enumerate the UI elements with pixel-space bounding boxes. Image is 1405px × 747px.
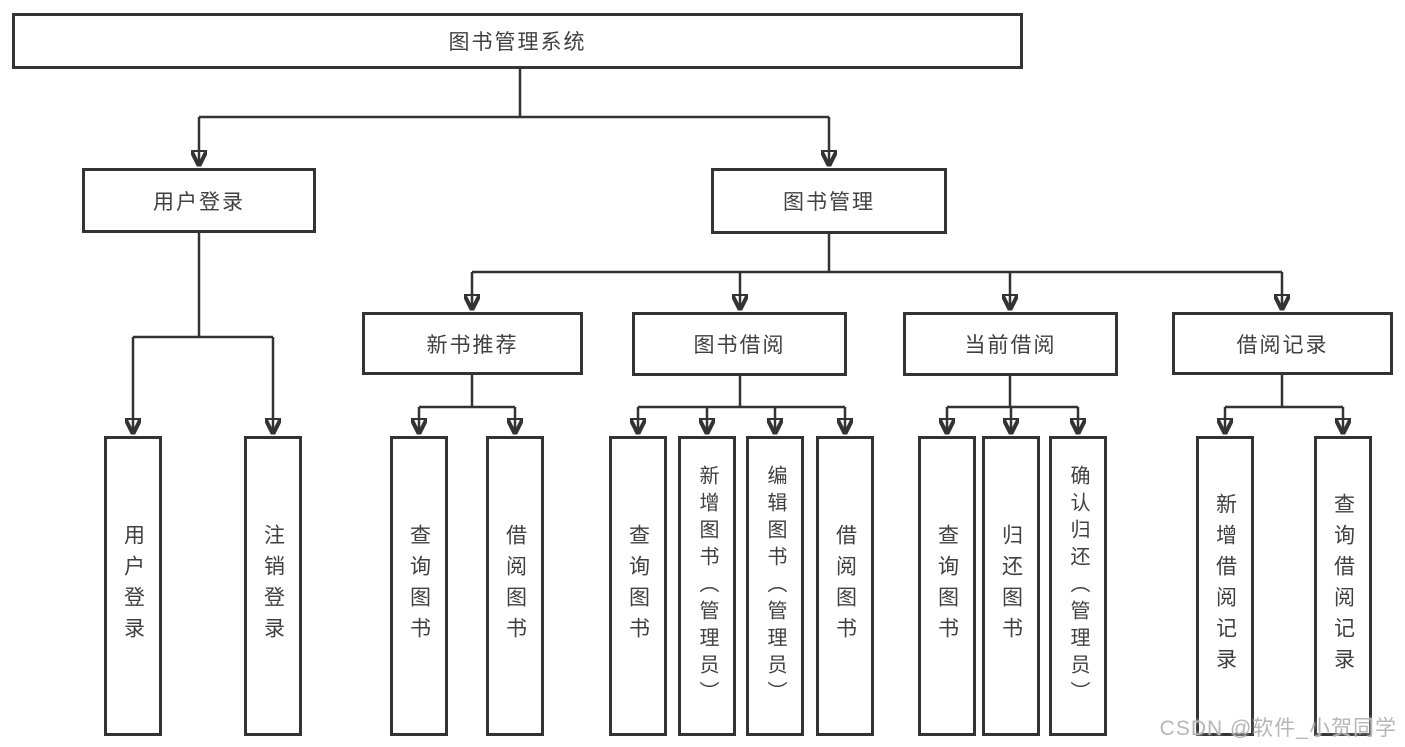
node-user-login: 用户登录 — [82, 168, 316, 233]
connector-current-borrow-branch — [947, 375, 1078, 409]
node-current-confirm-return-admin: 确认归还（管理员） — [1049, 436, 1107, 736]
node-logout-action: 注销登录 — [244, 436, 302, 736]
connector-root-branch — [199, 69, 829, 119]
connector-book-management-branch — [472, 232, 1282, 274]
node-borrow-query-books: 查询图书 — [609, 436, 667, 736]
node-borrow-records: 借阅记录 — [1172, 312, 1393, 375]
csdn-watermark: CSDN @软件_小贺同学 — [1159, 717, 1397, 740]
node-current-query-books: 查询图书 — [918, 436, 976, 736]
node-records-add-record: 新增借阅记录 — [1196, 436, 1254, 736]
connector-book-borrow-branch — [638, 375, 845, 409]
node-current-borrow: 当前借阅 — [903, 312, 1118, 376]
node-book-management: 图书管理 — [711, 168, 947, 234]
node-user-login-action: 用户登录 — [104, 436, 162, 736]
node-borrow-edit-books-admin: 编辑图书（管理员） — [746, 436, 804, 736]
node-borrow-add-books-admin: 新增图书（管理员） — [678, 436, 736, 736]
connector-user-login-branch — [133, 232, 273, 339]
node-recommend-borrow-books: 借阅图书 — [486, 436, 544, 736]
connector-new-book-branch — [419, 375, 515, 409]
node-library-management-system: 图书管理系统 — [12, 13, 1023, 69]
node-current-return-books: 归还图书 — [982, 436, 1040, 736]
node-records-query-record: 查询借阅记录 — [1314, 436, 1372, 736]
connector-borrow-records-branch — [1225, 375, 1343, 409]
node-recommend-query-books: 查询图书 — [390, 436, 448, 736]
node-new-book-recommend: 新书推荐 — [362, 312, 583, 375]
node-book-borrow: 图书借阅 — [632, 312, 847, 376]
node-borrow-borrow-books: 借阅图书 — [816, 436, 874, 736]
